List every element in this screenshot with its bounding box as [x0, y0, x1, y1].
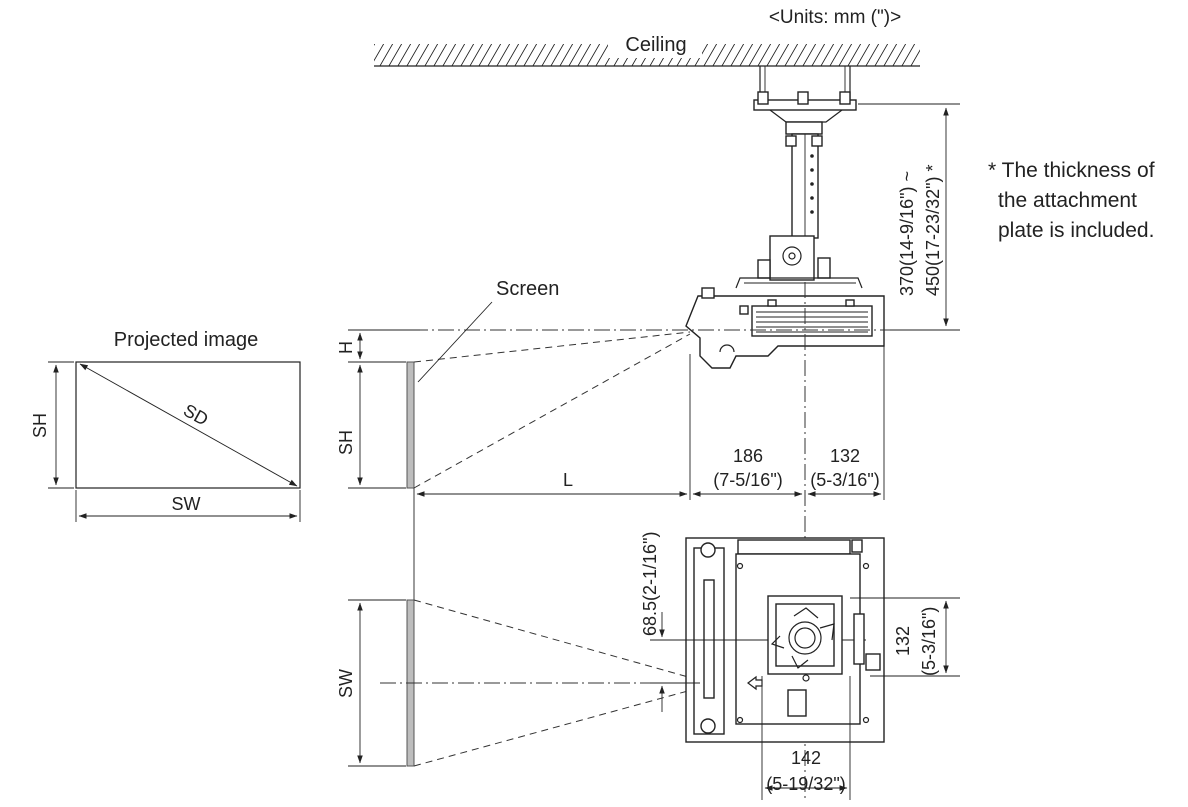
projected-image-label: Projected image [114, 329, 259, 351]
note-line-2: the attachment [998, 189, 1137, 212]
screen-label: Screen [496, 278, 559, 300]
d186-in: (7-5/16") [713, 470, 782, 490]
d132-mm: 132 [830, 446, 860, 466]
ceiling-mount-bracket [735, 66, 863, 289]
sd-label: SD [180, 400, 212, 430]
units-label: <Units: mm (")> [769, 7, 901, 28]
screen-leader [417, 301, 493, 383]
sh-label-side: SH [336, 430, 356, 455]
height-range-label: 370(14-9/16") ~ [897, 171, 917, 296]
d68-5-label: 68.5(2-1/16") [640, 532, 660, 636]
projector-side-view [685, 287, 885, 369]
l-label: L [563, 470, 573, 490]
note-line-1: * The thickness of [988, 159, 1155, 182]
sw-label-top: SW [336, 669, 356, 698]
height-dimension: 370(14-9/16") ~ 450(17-23/32") * [858, 103, 960, 331]
h-label: H [336, 341, 356, 354]
projected-image: Projected image SD SH SW [30, 329, 301, 522]
d132v-in: (5-3/16") [919, 607, 939, 676]
attachment-plate-note: * The thickness of the attachment plate … [988, 156, 1188, 246]
screen-top-view: SW [336, 599, 720, 767]
sw-label: SW [172, 494, 201, 514]
vent-grille [756, 311, 868, 333]
projector-top-view [685, 537, 885, 743]
d186-mm: 186 [733, 446, 763, 466]
h-sh-dimensions: H SH [336, 329, 420, 489]
ceiling: Ceiling [374, 30, 920, 67]
d142-mm: 142 [791, 748, 821, 768]
horizontal-dimensions: L 186 (7-5/16") 132 (5-3/16") [413, 346, 885, 600]
projected-image-frame [75, 361, 301, 489]
sh-label: SH [30, 413, 50, 438]
d132v-mm: 132 [893, 626, 913, 656]
d142-in: (5-19/32") [766, 774, 845, 794]
note-line-3: plate is included. [998, 219, 1155, 242]
height-range-label-2: 450(17-23/32") * [923, 165, 943, 296]
screen-side-view: Screen [406, 278, 691, 489]
d132-in: (5-3/16") [810, 470, 879, 490]
ceiling-label: Ceiling [625, 34, 686, 56]
screen-side [406, 361, 415, 489]
top-view-dimensions: 68.5(2-1/16") 132 (5-3/16") 142 (5-19/32… [640, 532, 960, 800]
